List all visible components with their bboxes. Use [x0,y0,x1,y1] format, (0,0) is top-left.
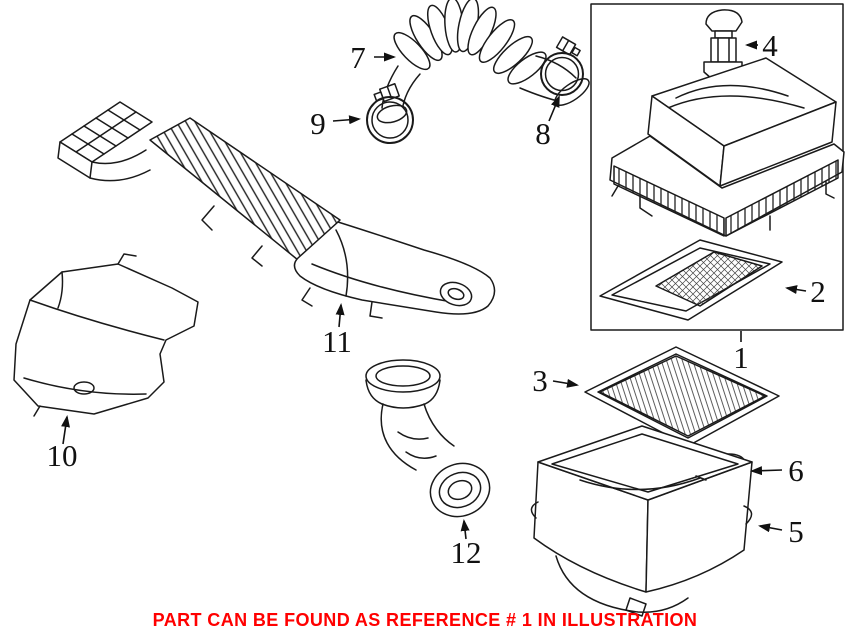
reference-note: PART CAN BE FOUND AS REFERENCE # 1 IN IL… [152,610,698,630]
callout-12-label[interactable]: 12 [451,535,482,570]
callout-10-label[interactable]: 10 [47,438,78,473]
callout-5-label[interactable]: 5 [788,514,804,549]
callout-1[interactable]: 1 [733,331,749,375]
callout-8-label[interactable]: 8 [535,116,551,151]
callout-2-label[interactable]: 2 [810,274,826,309]
callout-11[interactable]: 11 [322,303,352,359]
intake-duct-drawing [57,101,496,319]
callout-1-label[interactable]: 1 [733,340,749,375]
callout-3-label[interactable]: 3 [532,363,548,398]
filter-element-upper-drawing [599,239,783,321]
callout-7-label[interactable]: 7 [350,40,366,75]
callout-9[interactable]: 9 [310,106,361,141]
callout-3[interactable]: 3 [532,363,579,398]
callout-6[interactable]: 6 [750,453,804,488]
callout-9-label[interactable]: 9 [310,106,326,141]
callout-4-label[interactable]: 4 [762,28,778,63]
callout-7[interactable]: 7 [350,40,396,75]
callout-2[interactable]: 2 [785,274,826,309]
air-inlet-duct-drawing [13,253,199,417]
callout-11-label[interactable]: 11 [322,324,352,359]
air-cleaner-housing-drawing [530,425,753,617]
callout-8[interactable]: 8 [535,95,560,151]
hose-clamp-left-drawing [366,82,414,144]
filter-element-lower-drawing [584,346,780,447]
air-cleaner-tray-drawing [609,135,845,263]
callout-6-label[interactable]: 6 [788,453,804,488]
hose-clamp-right-drawing [540,36,584,96]
callout-4[interactable]: 4 [745,28,778,63]
intake-tube-drawing [365,359,491,518]
callout-5[interactable]: 5 [758,514,804,549]
intake-hose-drawing [376,0,590,124]
callout-12[interactable]: 12 [451,519,482,570]
callout-10[interactable]: 10 [47,415,78,473]
